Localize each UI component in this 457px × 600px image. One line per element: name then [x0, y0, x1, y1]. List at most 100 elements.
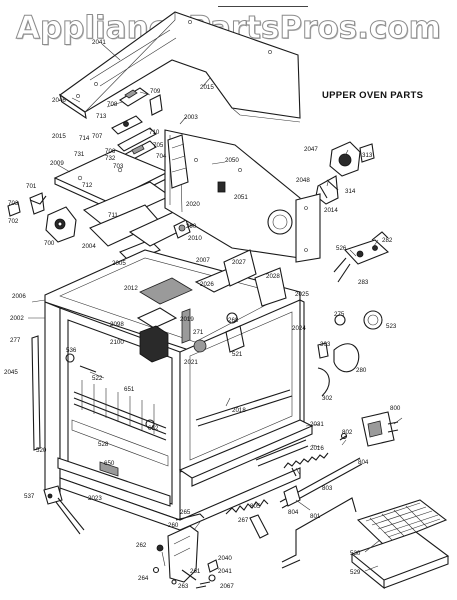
callout-712: 712	[82, 182, 93, 189]
callout-2021: 2021	[184, 359, 198, 366]
callout-2006: 2006	[12, 293, 26, 300]
callout-537: 537	[24, 493, 35, 500]
callout-2020: 2020	[186, 201, 200, 208]
callout-705: 705	[153, 142, 164, 149]
callout-2016: 2016	[310, 445, 324, 452]
callout-262: 262	[136, 542, 147, 549]
callout-2018: 2018	[232, 407, 246, 414]
callout-2041: 2041	[92, 39, 106, 46]
callout-704: 704	[156, 153, 167, 160]
callout-313: 313	[362, 152, 373, 159]
callout-2005: 2005	[112, 260, 126, 267]
element-terminal-part	[333, 231, 390, 283]
callout-275: 275	[334, 311, 345, 318]
callout-268: 268	[228, 317, 239, 324]
callout-2050: 2050	[225, 157, 239, 164]
callout-2024: 2024	[292, 325, 306, 332]
door-hinge-part	[43, 485, 85, 535]
callout-280: 280	[356, 367, 367, 374]
callout-302: 302	[322, 395, 333, 402]
callout-2027: 2027	[232, 259, 246, 266]
callout-290: 290	[186, 223, 197, 230]
callout-804: 804	[358, 459, 369, 466]
switch-bracket-part	[111, 87, 163, 165]
callout-714: 714	[79, 135, 90, 142]
oven-floor-part	[57, 457, 171, 507]
bottom-rail-part	[178, 389, 314, 487]
callout-2028: 2028	[266, 273, 280, 280]
callout-2013: 2015	[200, 84, 214, 91]
callout-731: 731	[74, 151, 85, 158]
callout-530: 530	[350, 550, 361, 557]
callout-261: 261	[190, 568, 201, 575]
callout-732: 732	[105, 155, 116, 162]
convection-fan-motor-part	[315, 141, 375, 205]
callout-701: 701	[26, 183, 37, 190]
callout-803: 803	[322, 485, 333, 492]
callout-708: 708	[107, 101, 118, 108]
callout-2051: 2051	[234, 194, 248, 201]
door-spring-part	[225, 452, 329, 539]
broiler-pan-part	[350, 499, 450, 590]
oven-cavity-part	[31, 249, 305, 531]
callout-802: 802	[342, 429, 353, 436]
callout-leader-lines	[28, 43, 403, 572]
callout-2045: 2045	[4, 369, 18, 376]
callout-277: 277	[10, 337, 21, 344]
diagram-title: UPPER OVEN PARTS	[322, 90, 424, 101]
callout-800: 800	[390, 405, 401, 412]
callout-282: 282	[382, 237, 393, 244]
callout-2026: 2026	[200, 281, 214, 288]
callout-652: 652	[148, 425, 159, 432]
callout-2007: 2007	[196, 257, 210, 264]
callout-528: 528	[98, 441, 109, 448]
callout-523: 523	[386, 323, 397, 330]
callout-2046: 2046	[52, 97, 66, 104]
callout-521: 521	[232, 351, 243, 358]
callout-707: 707	[92, 133, 103, 140]
callout-650: 650	[104, 460, 115, 467]
top-edge-cut	[218, 0, 308, 7]
callout-263: 263	[178, 583, 189, 590]
latch-rod-part	[279, 432, 363, 569]
fastener-parts	[195, 559, 219, 589]
callout-2098: 2098	[110, 321, 124, 328]
callout-2003: 2003	[184, 114, 198, 121]
rear-cover-plate-part	[295, 193, 321, 263]
callout-264: 264	[138, 575, 149, 582]
callout-801: 801	[310, 513, 321, 520]
callout-271: 271	[193, 329, 204, 336]
callout-711: 711	[108, 212, 118, 219]
callout-283: 283	[358, 279, 369, 286]
callout-700: 700	[44, 240, 55, 247]
hinge-assembly-part	[152, 513, 205, 585]
callout-709: 709	[150, 88, 161, 95]
callout-805: 805	[250, 503, 261, 510]
callout-526: 526	[336, 245, 347, 252]
oven-light-parts	[317, 310, 383, 397]
callout-2023: 2023	[88, 495, 102, 502]
callout-2031: 2031	[310, 421, 324, 428]
callout-702: 702	[8, 218, 19, 225]
callout-703: 703	[113, 163, 124, 170]
callout-2012: 2012	[124, 285, 138, 292]
door-liner-parts	[65, 353, 155, 477]
callout-2025: 2025	[295, 291, 309, 298]
callout-710: 710	[149, 129, 160, 136]
callout-804b: 804	[288, 509, 299, 516]
callout-703b: 703	[8, 200, 19, 207]
callout-2009: 2009	[50, 160, 64, 167]
callout-520: 520	[36, 447, 47, 454]
callout-2004: 2004	[82, 243, 96, 250]
callout-706: 706	[105, 148, 116, 155]
callout-651: 651	[124, 386, 135, 393]
callout-2002: 2002	[10, 315, 24, 322]
door-lock-switch-part	[361, 411, 399, 447]
part-callouts: 2041 709 2046 708 2015 713 2015 714 707 …	[4, 39, 401, 590]
callout-2010: 2010	[188, 235, 202, 242]
callout-713: 713	[96, 113, 107, 120]
callout-265: 265	[180, 509, 191, 516]
callout-260: 260	[168, 522, 179, 529]
top-cover-part	[59, 11, 301, 123]
